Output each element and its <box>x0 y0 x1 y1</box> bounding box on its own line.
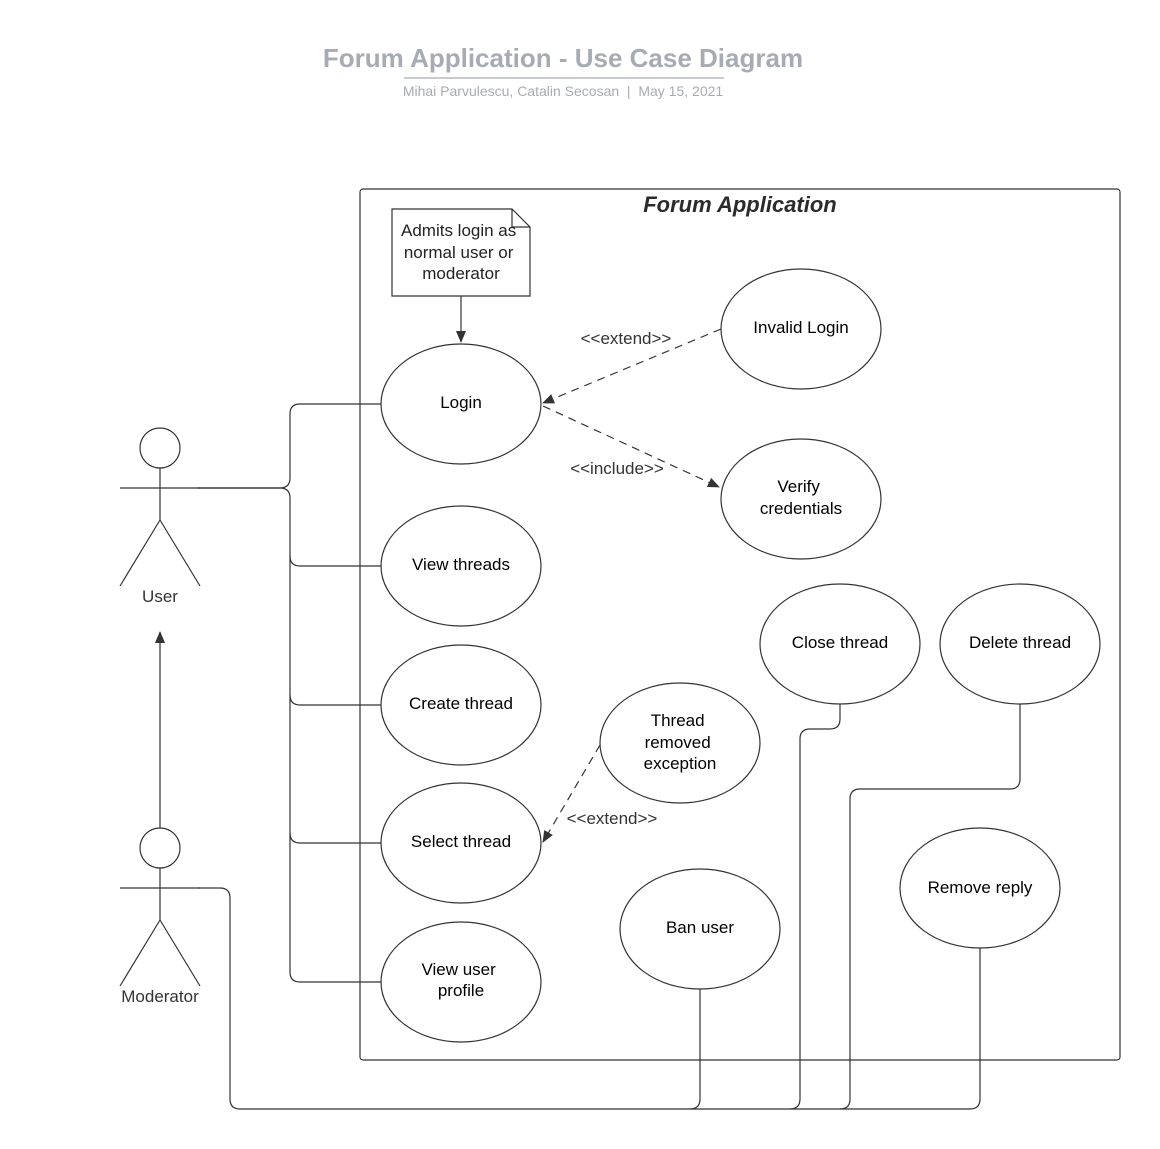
use-case-shape <box>720 438 882 560</box>
use-case-line: View threads <box>412 555 510 574</box>
use-case-verify-credentials[interactable]: Verify credentials <box>720 438 882 560</box>
user-login-link <box>198 403 381 489</box>
use-case-label: Thread removed exception <box>644 711 717 773</box>
use-case-line: Close thread <box>792 633 888 652</box>
use-case-line: Verify <box>777 477 820 496</box>
actor-leg <box>119 919 161 987</box>
use-case-line: removed <box>645 733 711 752</box>
diagram-subtitle: Mihai Parvulescu, Catalin Secosan | May … <box>403 83 724 99</box>
user-view-threads-link <box>198 487 381 567</box>
extend-thread-removed-arrow <box>542 744 601 843</box>
use-case-line: exception <box>644 754 717 773</box>
extend-invalid-login-arrow <box>542 328 722 404</box>
use-case-shape <box>619 868 781 990</box>
use-case-label: Invalid Login <box>753 318 848 337</box>
use-case-label: View user profile <box>421 960 500 1000</box>
actor-head-icon <box>139 427 181 469</box>
use-case-shape <box>380 505 542 627</box>
diagram-title: Forum Application - Use Case Diagram <box>323 43 803 73</box>
include-label: <<include>> <box>570 459 664 478</box>
actor-moderator-label: Moderator <box>121 987 199 1006</box>
use-case-label: Verify credentials <box>760 477 842 518</box>
use-case-label: Ban user <box>666 918 734 937</box>
actor-user-label: User <box>142 587 178 606</box>
note-box <box>391 208 531 297</box>
extend-label-login: <<extend>> <box>581 329 672 348</box>
use-case-shape <box>759 583 921 705</box>
note-line: normal user or <box>404 243 514 262</box>
use-case-line: Create thread <box>409 694 513 713</box>
note-line: moderator <box>422 264 500 283</box>
use-case-select-thread[interactable]: Select thread <box>380 782 542 904</box>
use-case-label: Close thread <box>792 633 888 652</box>
use-case-view-threads[interactable]: View threads <box>380 505 542 627</box>
use-case-line: Remove reply <box>928 878 1033 897</box>
system-boundary <box>359 188 1121 1061</box>
use-case-close-thread[interactable]: Close thread <box>759 583 921 705</box>
user-view-profile-link <box>289 833 381 983</box>
use-case-label: Login <box>440 393 482 412</box>
extend-label-select: <<extend>> <box>567 809 658 828</box>
use-case-line: credentials <box>760 499 842 518</box>
actor-moderator[interactable]: Moderator <box>119 827 201 1006</box>
note-text: Admits login as normal user or moderator <box>401 221 521 283</box>
use-case-line: profile <box>438 981 484 1000</box>
use-case-login[interactable]: Login <box>380 343 542 465</box>
use-case-view-user-profile[interactable]: View user profile <box>380 921 542 1043</box>
use-case-shape <box>939 583 1101 705</box>
use-case-label: Create thread <box>409 694 513 713</box>
actor-leg <box>159 919 201 987</box>
include-verify-arrow <box>542 405 720 488</box>
use-case-shape <box>380 921 542 1043</box>
use-case-shape <box>599 682 761 804</box>
use-case-line: Delete thread <box>969 633 1071 652</box>
use-case-label: Delete thread <box>969 633 1071 652</box>
actor-leg <box>119 519 161 587</box>
use-case-remove-reply[interactable]: Remove reply <box>899 827 1061 949</box>
actor-leg <box>159 519 201 587</box>
use-case-line: View user <box>421 960 496 979</box>
use-case-line: Ban user <box>666 918 734 937</box>
use-case-shape <box>380 782 542 904</box>
system-boundary-title: Forum Application <box>643 192 837 217</box>
moderator-close-thread-link <box>789 704 841 1110</box>
moderator-bus-link <box>198 887 981 1110</box>
use-case-shape <box>720 268 882 390</box>
use-case-label: View threads <box>412 555 510 574</box>
note-line: Admits login as <box>401 221 516 240</box>
use-case-label: Remove reply <box>928 878 1033 897</box>
use-case-line: Thread <box>651 711 705 730</box>
use-case-shape <box>899 827 1061 949</box>
use-case-delete-thread[interactable]: Delete thread <box>939 583 1101 705</box>
use-case-line: Select thread <box>411 832 511 851</box>
moderator-delete-thread-link <box>839 704 1021 1110</box>
use-case-line: Invalid Login <box>753 318 848 337</box>
user-create-thread-link <box>289 556 381 706</box>
actor-head-icon <box>139 827 181 869</box>
use-case-invalid-login[interactable]: Invalid Login <box>720 268 882 390</box>
actor-user[interactable]: User <box>119 427 201 606</box>
moderator-ban-user-link <box>689 989 701 1110</box>
use-case-create-thread[interactable]: Create thread <box>380 644 542 766</box>
note-fold <box>511 209 530 228</box>
use-case-thread-removed-exception[interactable]: Thread removed exception <box>599 682 761 804</box>
use-case-label: Select thread <box>411 832 511 851</box>
use-case-ban-user[interactable]: Ban user <box>619 868 781 990</box>
use-case-line: Login <box>440 393 482 412</box>
use-case-shape <box>380 644 542 766</box>
user-select-thread-link <box>289 695 381 844</box>
use-case-shape <box>380 343 542 465</box>
